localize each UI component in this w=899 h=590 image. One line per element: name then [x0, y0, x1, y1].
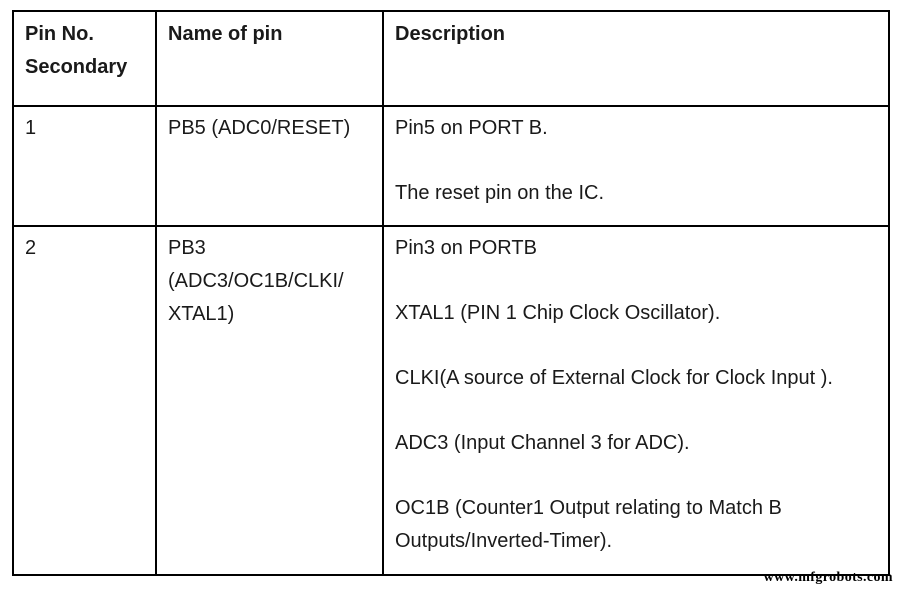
- cell-pin-no-2: 2: [12, 225, 157, 576]
- cell-pin-name-2: PB3 (ADC3/OC1B/CLKI/XTAL1): [155, 225, 384, 576]
- text-line: ADC3 (Input Channel 3 for ADC).: [395, 432, 690, 454]
- header-name-of-pin-label: Name of pin: [168, 23, 283, 45]
- watermark-text: www.mfgrobots.com: [763, 570, 893, 585]
- header-cell-description: Description: [382, 10, 890, 107]
- text-line: PB5 (ADC0/RESET): [168, 117, 351, 139]
- header-cell-pin-no: Pin No. Secondary: [12, 10, 157, 107]
- text-line: The reset pin on the IC.: [395, 182, 605, 204]
- text-line: Pin No.: [25, 23, 94, 45]
- table-header-row: Pin No. Secondary Name of pin Description: [12, 10, 890, 107]
- text-line: XTAL1): [168, 303, 235, 325]
- text-line: OC1B (Counter1 Output relating to Match …: [395, 497, 782, 552]
- text-line: PB3: [168, 237, 206, 259]
- text-line: XTAL1 (PIN 1 Chip Clock Oscillator).: [395, 302, 721, 324]
- text-line: Secondary: [25, 56, 128, 78]
- text-line: Pin5 on PORT B.: [395, 117, 548, 139]
- pin-description-paragraphs: Pin5 on PORT B. The reset pin on the IC.: [395, 112, 880, 210]
- pin-description-table: Pin No. Secondary Name of pin Description: [12, 10, 890, 576]
- table-row-pin-1: 1 PB5 (ADC0/RESET) Pin5 on PORT B. The re…: [12, 105, 890, 227]
- text-line: CLKI(A source of External Clock for Cloc…: [395, 367, 833, 389]
- pin-no-value: 2: [25, 237, 37, 259]
- header-cell-name-of-pin: Name of pin: [155, 10, 384, 107]
- pin-description-paragraphs: Pin3 on PORTB XTAL1 (PIN 1 Chip Clock Osc…: [395, 232, 880, 558]
- cell-pin-no-1: 1: [12, 105, 157, 227]
- pin-no-value: 1: [25, 117, 37, 139]
- text-line: Pin3 on PORTB: [395, 237, 537, 259]
- table-row-pin-2: 2 PB3 (ADC3/OC1B/CLKI/XTAL1) Pin3 on PORT…: [12, 225, 890, 576]
- text-line: (ADC3/OC1B/CLKI/: [168, 270, 344, 292]
- pin-name-lines: PB3 (ADC3/OC1B/CLKI/XTAL1): [168, 232, 374, 331]
- header-description-label: Description: [395, 23, 506, 45]
- cell-pin-description-1: Pin5 on PORT B. The reset pin on the IC.: [382, 105, 890, 227]
- header-pin-no-lines: Pin No. Secondary: [25, 18, 147, 84]
- cell-pin-description-2: Pin3 on PORTB XTAL1 (PIN 1 Chip Clock Osc…: [382, 225, 890, 576]
- cell-pin-name-1: PB5 (ADC0/RESET): [155, 105, 384, 227]
- pin-name-lines: PB5 (ADC0/RESET): [168, 112, 374, 145]
